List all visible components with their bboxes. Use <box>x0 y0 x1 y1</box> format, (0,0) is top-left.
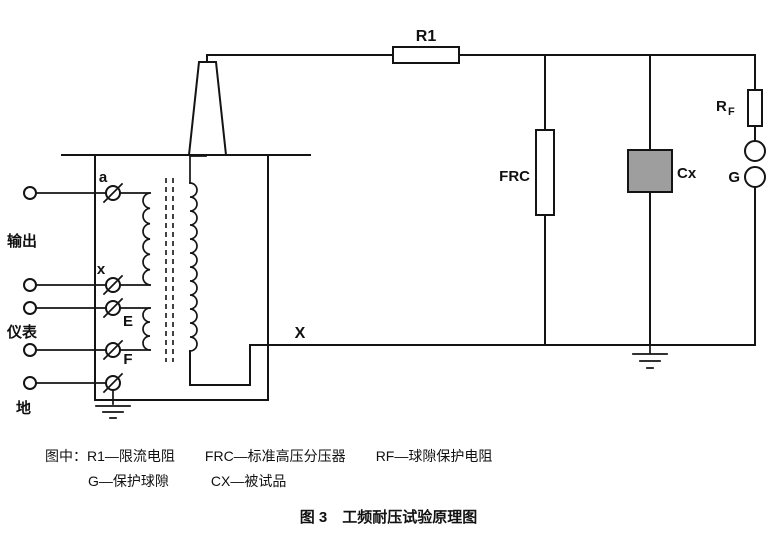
port-output-terminal-1 <box>23 186 37 200</box>
rf-label-subscript: F <box>728 106 735 118</box>
hv-top-lead <box>189 155 207 184</box>
frc-divider <box>535 129 555 216</box>
transformer <box>61 61 311 401</box>
port-ground-terminal <box>23 376 37 390</box>
lv-winding <box>142 192 151 286</box>
port-wires <box>35 192 107 384</box>
cx-specimen <box>627 149 673 193</box>
rf-resistor <box>747 89 763 127</box>
ground-symbol-transformer <box>95 389 131 419</box>
output-port-label: 输出 <box>7 232 37 250</box>
port-meter-terminal-1 <box>23 301 37 315</box>
x-bus-label: X <box>295 325 306 342</box>
meter-winding <box>142 307 151 351</box>
meter-port-label: 仪表 <box>6 323 38 341</box>
tap-terminal-ground <box>102 372 124 394</box>
legend-g: G—保护球隙 <box>88 473 169 489</box>
tap-terminal-a <box>102 182 124 204</box>
legend-line-1: 图中：R1—限流电阻 FRC—标准高压分压器 RF—球隙保护电阻 <box>45 448 492 465</box>
sphere-gap-lower <box>744 166 766 188</box>
bushing <box>187 61 228 156</box>
tap-terminal-x <box>102 274 124 296</box>
legend-rf: RF—球隙保护电阻 <box>375 448 493 464</box>
legend-frc: FRC—标准高压分压器 <box>204 448 346 464</box>
ground-port-label: 地 <box>16 399 31 417</box>
hv-winding <box>189 182 198 352</box>
r1-resistor <box>392 46 460 64</box>
legend-line-2: G—保护球隙 CX—被试品 <box>88 473 286 490</box>
terminal-a-label: a <box>99 169 108 186</box>
port-output-terminal-2 <box>23 278 37 292</box>
cx-label: Cx <box>677 165 697 182</box>
tap-terminal-e <box>102 297 124 319</box>
legend-cx: CX—被试品 <box>210 473 287 489</box>
winding-leads <box>119 192 151 351</box>
gap-label: G <box>728 169 740 186</box>
terminal-x-label: x <box>97 261 106 278</box>
legend-r1: 图中：R1—限流电阻 <box>45 448 175 464</box>
wiring <box>189 54 756 386</box>
rf-label: R <box>716 98 727 115</box>
top-bus-wire <box>206 54 756 91</box>
transformer-tank <box>94 154 269 401</box>
left-ports <box>23 182 124 394</box>
frc-label: FRC <box>499 168 530 185</box>
terminal-e-label: E <box>123 313 133 330</box>
figure-title: 图 3 工频耐压试验原理图 <box>299 509 478 526</box>
port-meter-terminal-2 <box>23 343 37 357</box>
ground-symbol-cx <box>632 344 668 369</box>
tap-terminal-f <box>102 339 124 361</box>
hv-bottom-lead <box>189 344 251 386</box>
sphere-gap-upper <box>744 140 766 162</box>
terminal-f-label: F <box>123 351 132 368</box>
r1-label: R1 <box>416 28 437 45</box>
sphere-gap <box>744 140 766 188</box>
